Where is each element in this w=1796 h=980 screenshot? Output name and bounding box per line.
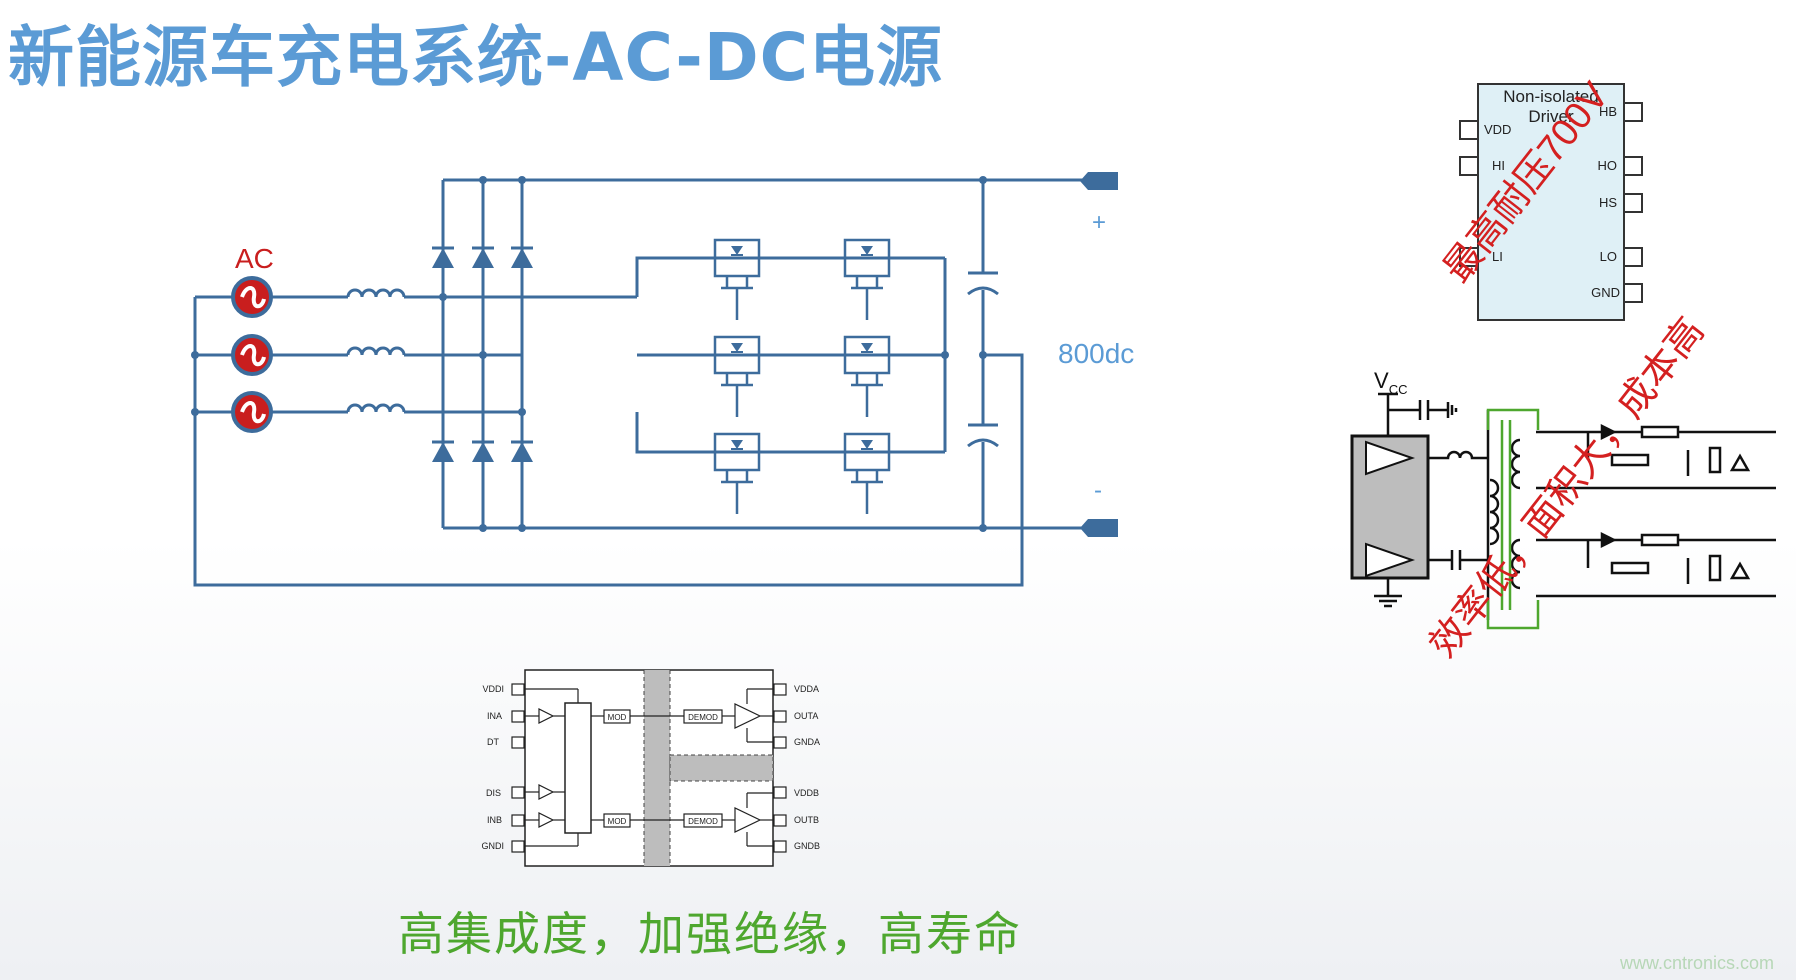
driver-pin-vdd: VDD: [1484, 122, 1511, 137]
vcc-main: V: [1374, 368, 1389, 393]
non-isolated-driver-chip: Non-isolated Driver VDD HI LI HB HO HS L…: [1459, 83, 1643, 321]
driver-pin-li: LI: [1492, 249, 1503, 264]
ac-sources: [231, 276, 273, 433]
isolated-driver-chip: MOD MOD DEMOD DEMOD: [482, 669, 820, 867]
demod-a-label: DEMOD: [688, 713, 718, 722]
vcc-sub: CC: [1389, 382, 1408, 397]
transformer-frame: [1486, 408, 1540, 630]
driver-pin-lo: LO: [1600, 249, 1617, 264]
driver-pin-hs: HS: [1599, 195, 1617, 210]
vcc-label: VCC: [1374, 368, 1407, 397]
ac-label: AC: [235, 243, 274, 274]
iso-pin-vdda: VDDA: [794, 684, 819, 694]
iso-pin-outa: OUTA: [794, 711, 818, 721]
demod-b-label: DEMOD: [688, 817, 718, 826]
iso-pin-inb: INB: [487, 815, 502, 825]
bulk-capacitor-top: [967, 271, 999, 296]
watermark: www.cntronics.com: [1619, 953, 1774, 973]
iso-pin-outb: OUTB: [794, 815, 819, 825]
driver-name-line2: Driver: [1528, 107, 1574, 126]
ac-dc-circuit: [193, 172, 1118, 587]
driver-name-line1: Non-isolated: [1503, 87, 1598, 106]
voltage-label: 800dc: [1058, 338, 1134, 369]
mod-a-label: MOD: [608, 713, 627, 722]
iso-pin-dt: DT: [487, 737, 499, 747]
driver-pin-hb: HB: [1599, 104, 1617, 119]
bulk-capacitor-bottom: [967, 423, 999, 448]
driver-pin-hi: HI: [1492, 158, 1505, 173]
page-title: 新能源车充电系统-AC-DC电源: [8, 19, 944, 96]
iso-pin-vddi: VDDI: [482, 684, 504, 694]
inverter-mosfets: [691, 238, 913, 516]
iso-pin-gnda: GNDA: [794, 737, 820, 747]
junction-dots: [191, 176, 987, 532]
iso-pin-ina: INA: [487, 711, 502, 721]
input-inductors: [346, 288, 406, 414]
plus-label: +: [1092, 209, 1106, 236]
driver-pin-gnd: GND: [1591, 285, 1620, 300]
iso-pin-dis: DIS: [486, 788, 501, 798]
iso-pin-gndi: GNDI: [482, 841, 505, 851]
transformer-gate-driver: [1350, 392, 1776, 620]
mod-b-label: MOD: [608, 817, 627, 826]
iso-pin-gndb: GNDB: [794, 841, 820, 851]
iso-pin-vddb: VDDB: [794, 788, 819, 798]
driver-pin-ho: HO: [1598, 158, 1618, 173]
caption: 高集成度，加强绝缘，高寿命: [398, 907, 1022, 961]
minus-label: -: [1094, 477, 1102, 504]
